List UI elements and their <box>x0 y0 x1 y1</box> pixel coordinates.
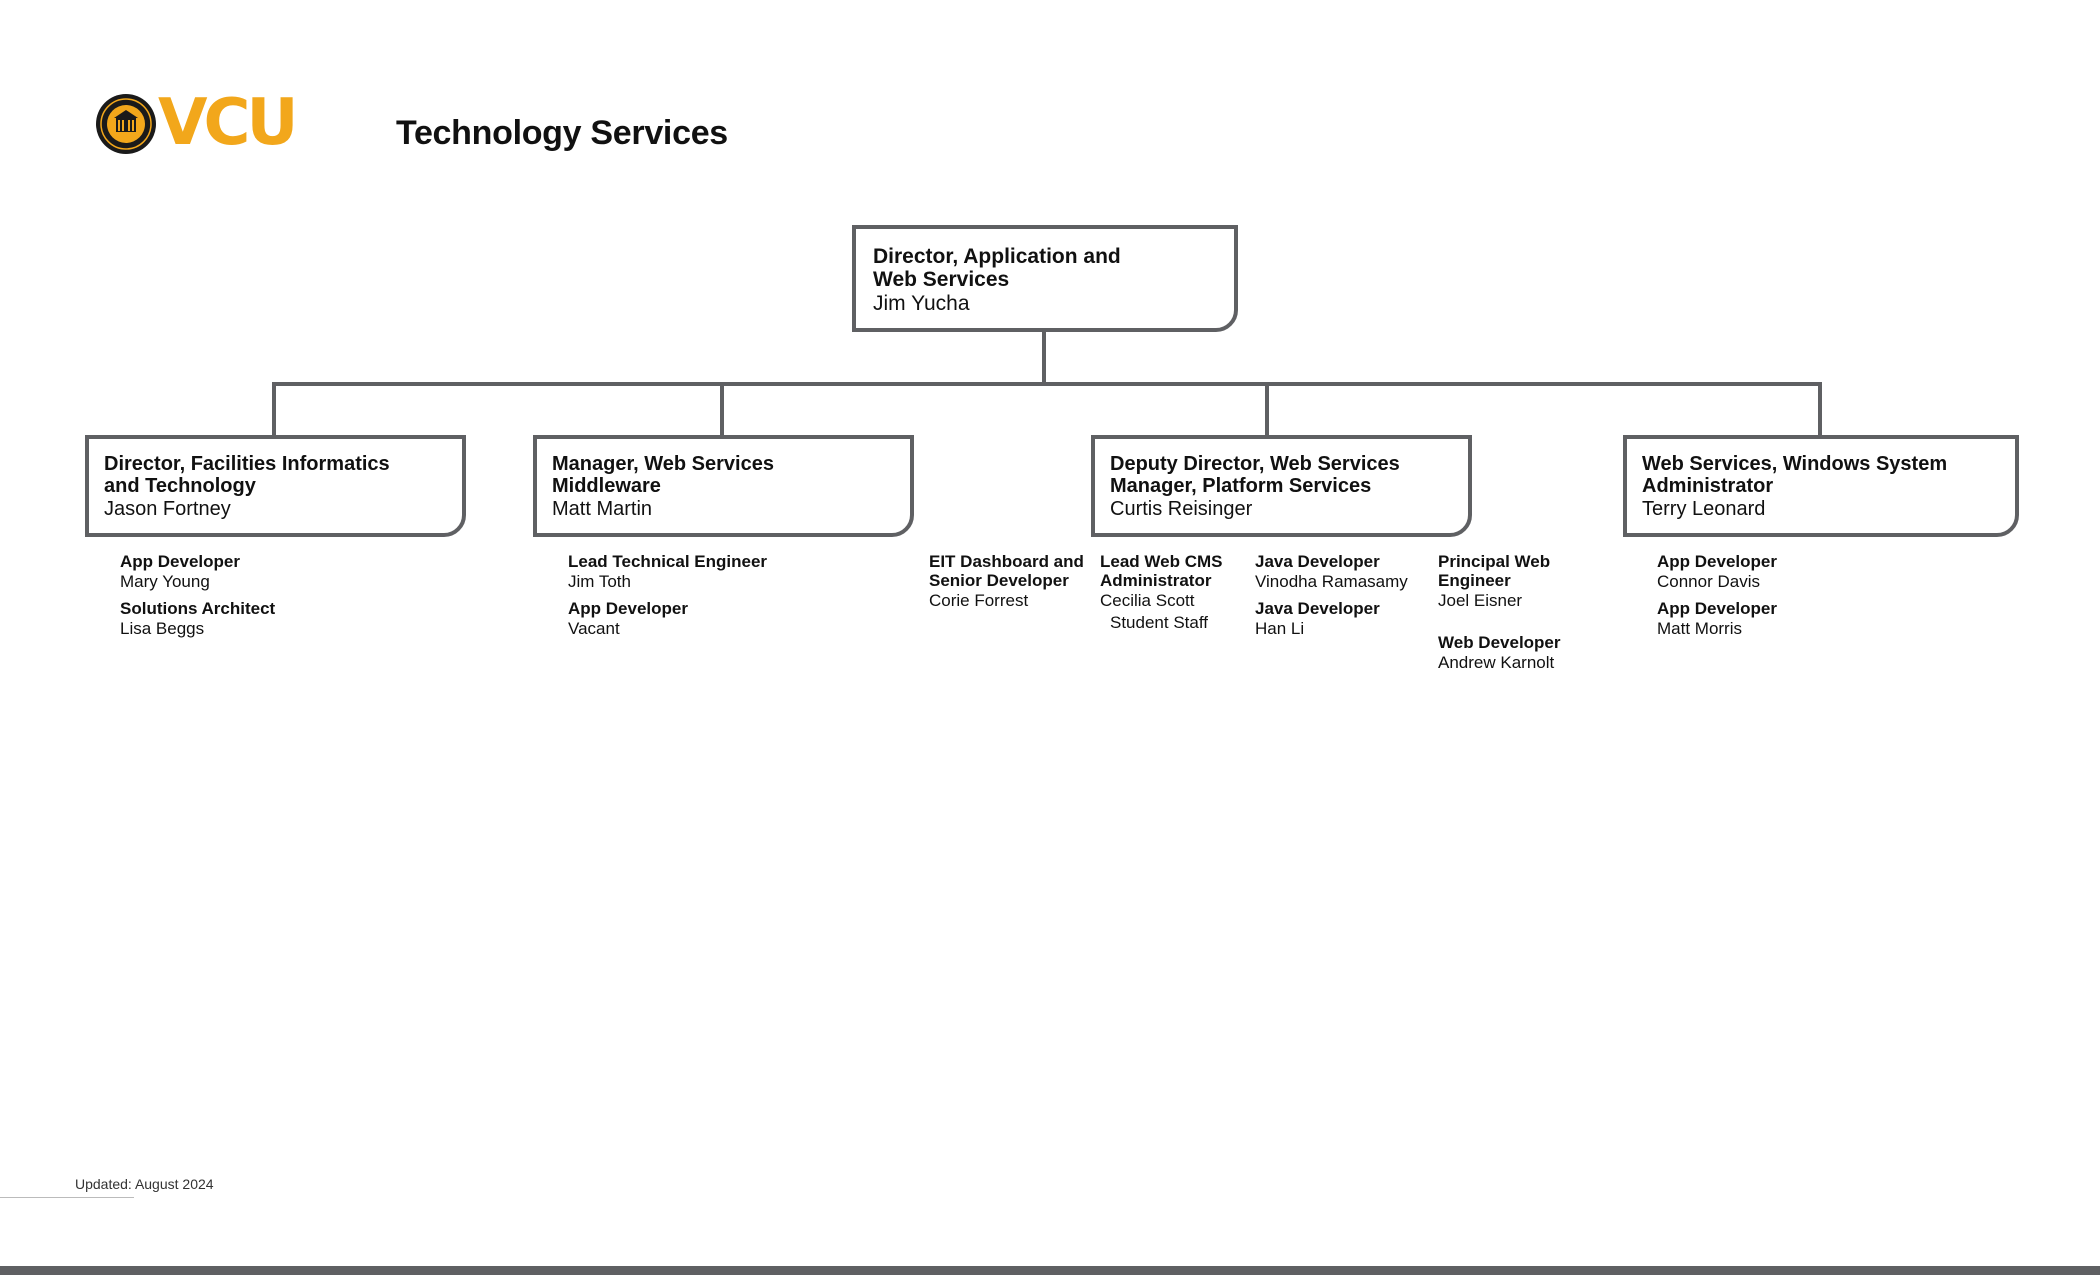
staff-role: App Developer <box>120 552 240 571</box>
page-title: Technology Services <box>396 114 728 152</box>
staff-name: Matt Morris <box>1657 619 1742 638</box>
staff-name: Joel Eisner <box>1438 591 1523 610</box>
vcu-seal-icon <box>95 93 157 155</box>
staff-name: Mary Young <box>120 572 210 591</box>
staff-name: Han Li <box>1255 619 1305 638</box>
staff-role: Principal Web Engineer <box>1438 552 1551 590</box>
role-title: Director, Facilities Informatics and Tec… <box>104 453 390 497</box>
person-name: Terry Leonard <box>1642 498 1766 520</box>
org-box-windows-admin: Web Services, Windows System Administrat… <box>1623 435 2019 537</box>
staff-role: Lead Web CMS Administrator <box>1100 552 1223 590</box>
person-name: Jason Fortney <box>104 498 231 520</box>
staff-name: Cecilia Scott <box>1100 591 1195 610</box>
staff-role: EIT Dashboard and Senior Developer <box>929 552 1084 590</box>
staff-column-web-engineering: Principal Web Engineer Joel Eisner Web D… <box>1438 552 1561 680</box>
staff-name: Vacant <box>568 619 620 638</box>
staff-column-java: Java Developer Vinodha Ramasamy Java Dev… <box>1255 552 1408 646</box>
org-box-middleware: Manager, Web Services Middleware Matt Ma… <box>533 435 914 537</box>
org-box-director: Director, Application and Web Services J… <box>852 225 1238 332</box>
staff-role: App Developer <box>1657 599 1777 618</box>
role-title: Web Services, Windows System Administrat… <box>1642 453 1948 497</box>
staff-list-windows-admin: App Developer Connor Davis App Developer… <box>1657 552 1777 646</box>
staff-name: Lisa Beggs <box>120 619 205 638</box>
staff-role: App Developer <box>1657 552 1777 571</box>
vcu-logo-wordmark: VCU <box>158 86 298 160</box>
staff-name: Jim Toth <box>568 572 631 591</box>
org-box-platform-services: Deputy Director, Web Services Manager, P… <box>1091 435 1472 537</box>
staff-subnote: Student Staff <box>1110 613 1208 632</box>
staff-role: Web Developer <box>1438 633 1561 652</box>
staff-role: Solutions Architect <box>120 599 276 618</box>
org-box-facilities: Director, Facilities Informatics and Tec… <box>85 435 466 537</box>
staff-name: Vinodha Ramasamy <box>1255 572 1408 591</box>
person-name: Matt Martin <box>552 498 653 520</box>
role-title: Manager, Web Services Middleware <box>552 453 774 497</box>
person-name: Jim Yucha <box>873 292 970 315</box>
updated-date: Updated: August 2024 <box>75 1176 214 1192</box>
staff-role: Lead Technical Engineer <box>568 552 768 571</box>
footer-bar <box>0 1266 2100 1275</box>
staff-role: App Developer <box>568 599 688 618</box>
staff-column-cms: Lead Web CMS Administrator Cecilia Scott… <box>1100 552 1222 640</box>
staff-name: Andrew Karnolt <box>1438 653 1555 672</box>
role-title: Deputy Director, Web Services Manager, P… <box>1110 453 1400 497</box>
staff-name: Connor Davis <box>1657 572 1760 591</box>
footer-divider <box>0 1197 134 1198</box>
staff-list-middleware: Lead Technical Engineer Jim Toth App Dev… <box>568 552 767 646</box>
role-title: Director, Application and Web Services <box>873 245 1121 291</box>
staff-list-facilities: App Developer Mary Young Solutions Archi… <box>120 552 275 646</box>
staff-role: Java Developer <box>1255 552 1380 571</box>
staff-column-dashboard: EIT Dashboard and Senior Developer Corie… <box>929 552 1084 618</box>
staff-role: Java Developer <box>1255 599 1380 618</box>
person-name: Curtis Reisinger <box>1110 498 1253 520</box>
staff-name: Corie Forrest <box>929 591 1029 610</box>
